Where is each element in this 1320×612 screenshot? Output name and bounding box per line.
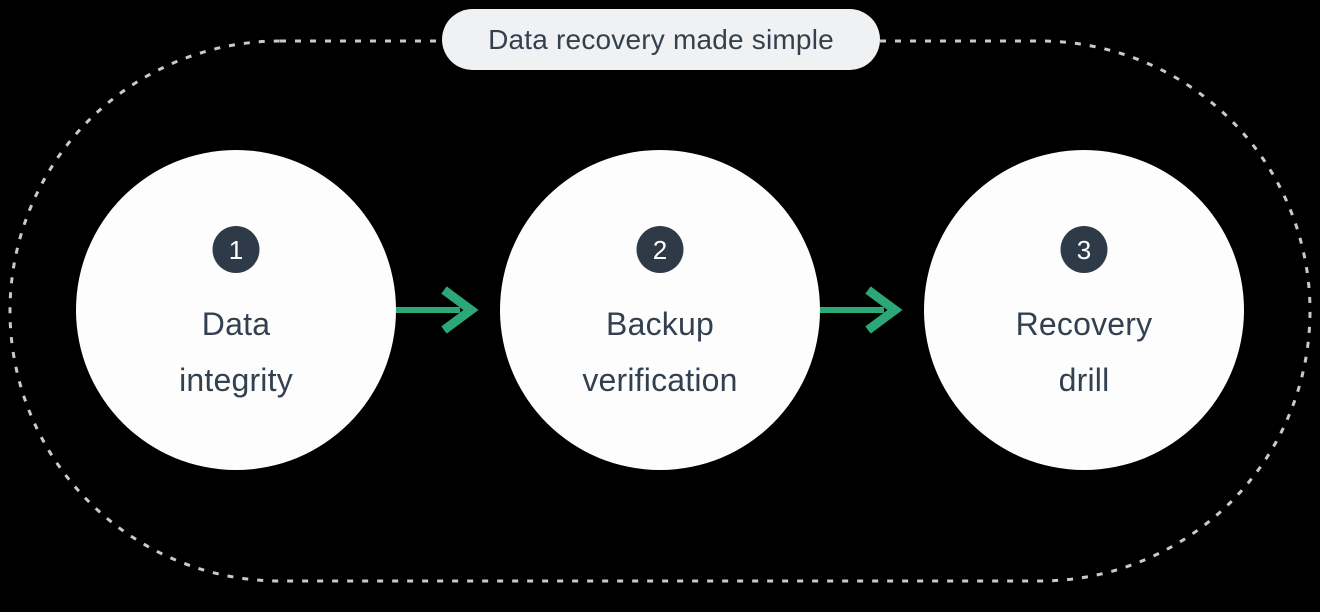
step-label-line: integrity — [179, 362, 293, 398]
step-number-badge: 3 — [1060, 226, 1108, 273]
step-number-badge: 1 — [212, 226, 260, 273]
step-label-line: Data — [201, 306, 271, 342]
step-number: 1 — [228, 234, 244, 265]
step-circle-backup-verification: 2 Backup verification — [500, 150, 820, 470]
step-label-line: verification — [582, 362, 738, 398]
arrow-right-icon — [820, 286, 903, 334]
title-pill-label: Data recovery made simple — [488, 23, 834, 55]
step-label: Recovery drill — [924, 296, 1244, 408]
step-circle-data-integrity: 1 Data integrity — [76, 150, 396, 470]
step-label-line: Backup — [606, 306, 714, 342]
step-label-line: drill — [1058, 362, 1110, 398]
step-number-badge: 2 — [636, 226, 684, 273]
step-number: 3 — [1076, 234, 1092, 265]
step-label: Backup verification — [500, 296, 820, 408]
step-label: Data integrity — [76, 296, 396, 408]
step-circle-recovery-drill: 3 Recovery drill — [924, 150, 1244, 470]
step-number: 2 — [652, 234, 668, 265]
title-pill: Data recovery made simple — [442, 9, 880, 70]
arrow-right-icon — [396, 286, 479, 334]
step-label-line: Recovery — [1015, 306, 1153, 342]
